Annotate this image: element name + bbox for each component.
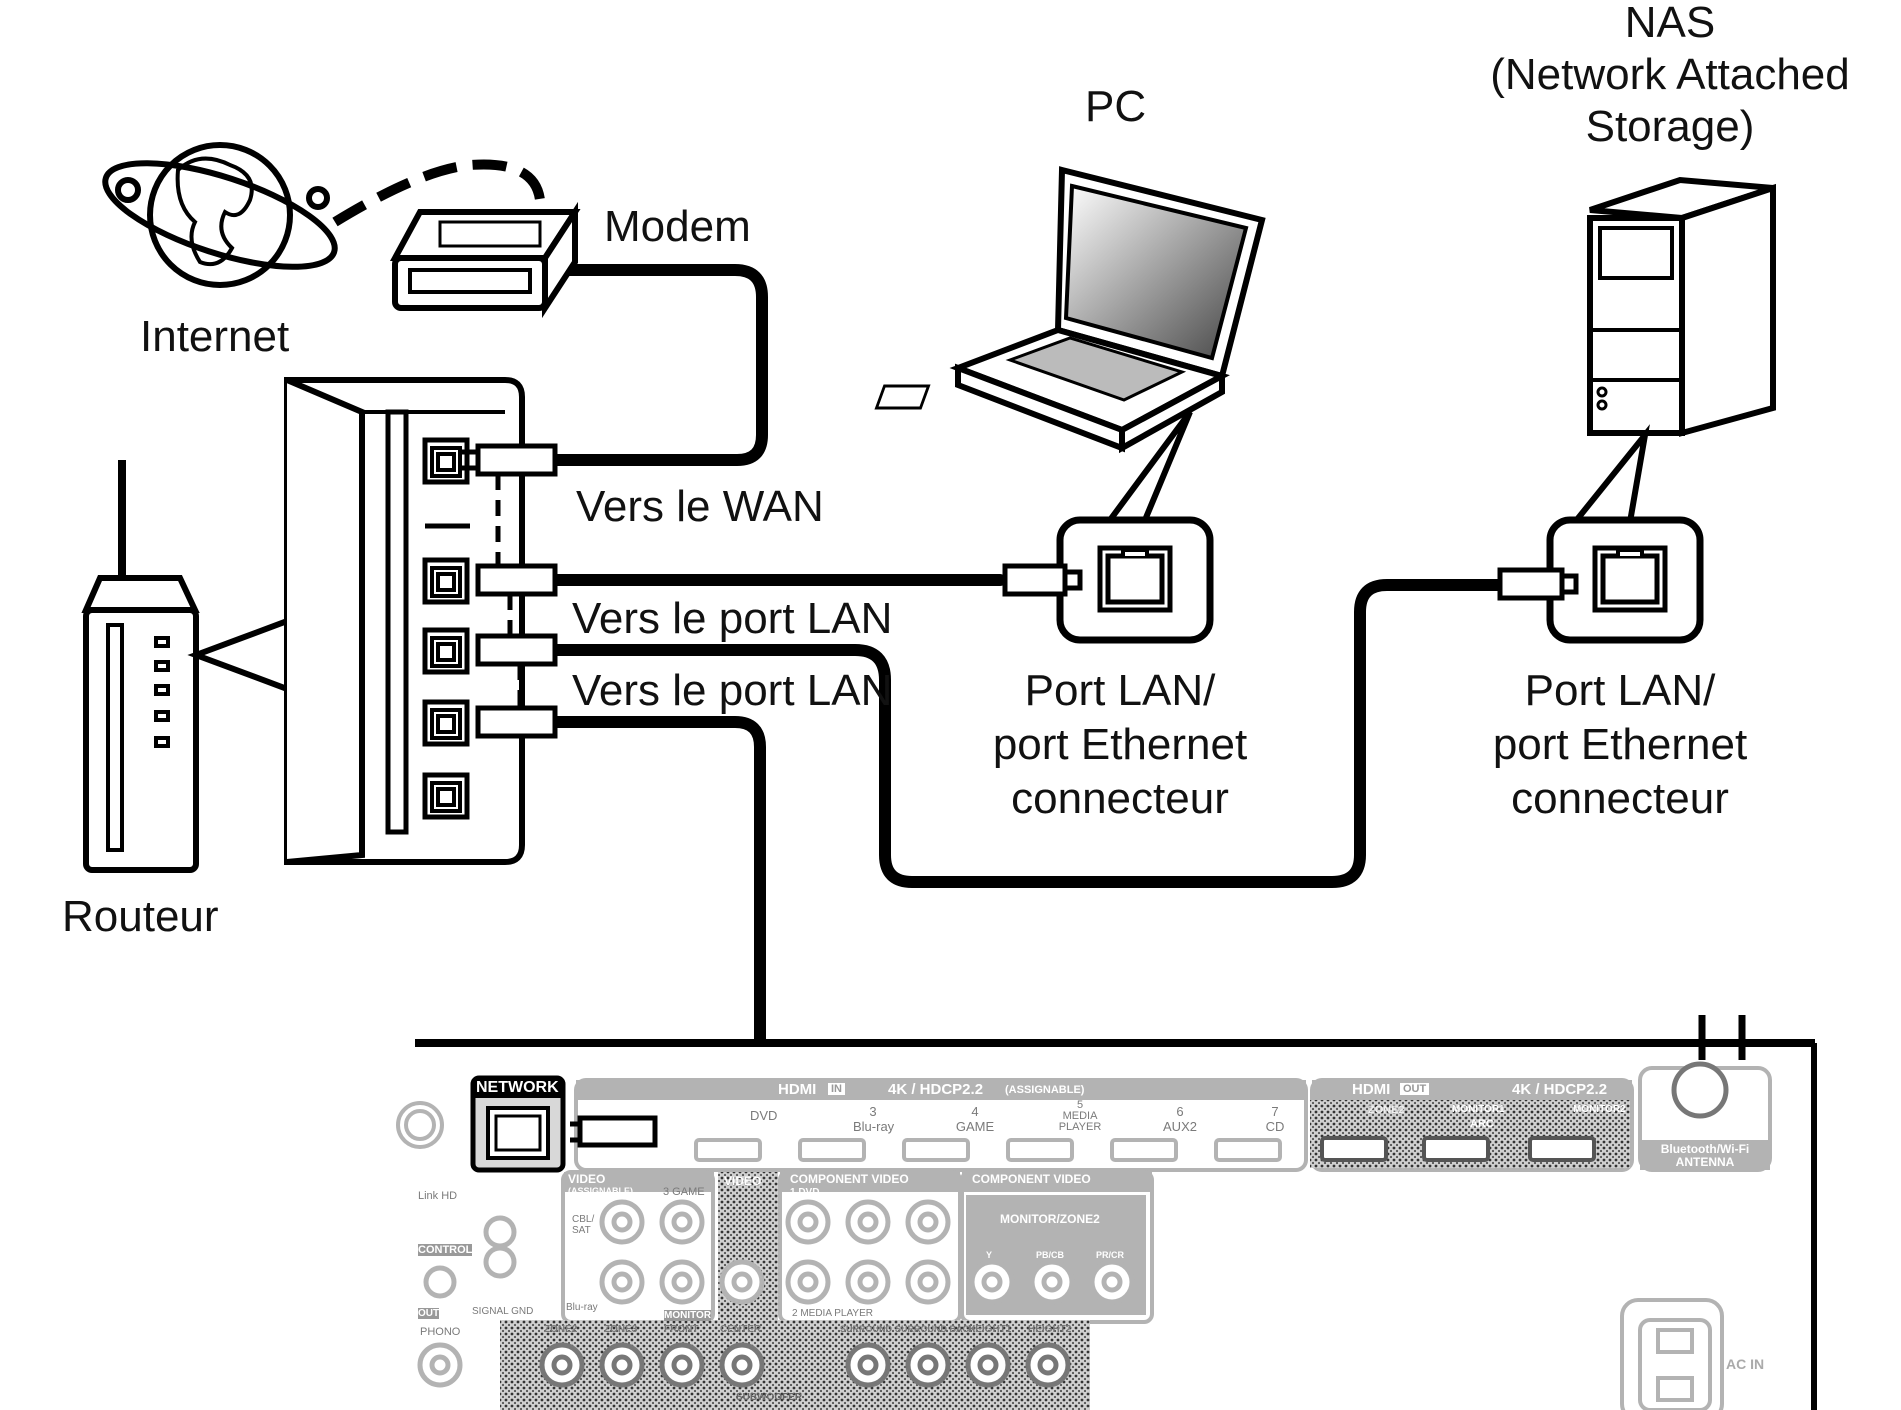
control-out-label: OUT [418,1308,440,1319]
speaker-surround: SURROUND [840,1324,893,1334]
nas-lan-plug [1497,567,1579,601]
nas-label: NAS [1624,0,1716,47]
hdmi-out-arc: ARC [1470,1118,1494,1130]
video-out-label: VIDEO [724,1174,762,1188]
internet-label: Internet [140,312,290,361]
component-out-monitor-zone2: MONITOR/ZONE2 [1000,1212,1100,1226]
component-out-pb: PB/CB [1036,1250,1065,1260]
speaker-zone3: ZONE3 [604,1324,638,1335]
lan-label-2: Vers le port LAN [572,666,893,715]
pc-port-label-line3: connecteur [1011,774,1229,823]
pc-laptop-icon [874,166,1266,454]
modem-label: Modem [604,202,751,251]
video-in-game3: 3 GAME [663,1186,705,1198]
video-in-assignable: (ASSIGNABLE) [568,1186,633,1196]
nas-port-label-line2: port Ethernet [1492,720,1748,769]
component-out-y: Y [986,1250,993,1260]
receiver-rear-panel [396,1015,1817,1410]
hdmi-out-label: HDMI [1352,1081,1391,1098]
hdcp-in-label: 4K / HDCP2.2 [888,1081,984,1098]
receiver-lan-plug [570,1115,658,1148]
nas-lan-port-icon [1592,545,1668,613]
hdmi-out-monitor1: MONITOR1 [1452,1104,1505,1115]
hdmi-out-monitor2: MONITOR2 [1573,1104,1626,1115]
hdmi-in-tag: IN [828,1083,845,1095]
nas-callout [1572,424,1650,524]
pc-port-label-line2: port Ethernet [992,720,1248,769]
cable-lan-nas [542,579,1506,888]
nas-full-name-line1: (Network Attached [1490,50,1850,99]
nas-port-label-line1: Port LAN/ [1524,666,1716,715]
hdmi-in-assignable: (ASSIGNABLE) [1005,1084,1085,1096]
component-out-pr: PR/CR [1096,1250,1125,1260]
control-label: CONTROL [418,1244,473,1256]
pc-lan-port-icon [1097,545,1173,613]
video-in-bluray2: Blu-ray [566,1302,598,1313]
component-in-media-player: 2 MEDIA PLAYER [792,1308,873,1319]
speaker-surround-back: SURROUND BACK [895,1324,976,1334]
router-plugs [462,443,558,739]
router-label: Routeur [62,892,219,941]
pc-lan-plug [1002,563,1083,597]
dashed-link-internet [332,159,545,227]
speaker-front: FRONT [664,1324,699,1335]
pc-callout [1107,410,1193,522]
video-in-label: VIDEO [568,1172,606,1186]
nas-full-name-line2: Storage) [1585,102,1755,151]
cable-modem-wan [529,264,768,466]
network-port-label: NETWORK [476,1079,559,1096]
hdcp-out-label: 4K / HDCP2.2 [1512,1081,1608,1098]
nas-tower-icon [1587,176,1776,437]
speaker-height1: HEIGHT1 [968,1324,1012,1335]
speaker-height2: HEIGHT2 [1028,1324,1072,1335]
nas-port-label-line3: connecteur [1511,774,1729,823]
ac-in-label: AC IN [1726,1356,1765,1372]
video-in-cbl-sat: CBL/ SAT [572,1214,595,1236]
hdmi-out-zone2: ZONE2 [1368,1104,1405,1116]
component-out-label: COMPONENT VIDEO [972,1172,1091,1186]
component-in-dvd: 1 DVD [790,1187,820,1198]
component-in-label: COMPONENT VIDEO [790,1172,909,1186]
router-callout [187,615,293,695]
subwoofer-label: SUBWOOFER [736,1392,803,1403]
internet-globe-icon [102,142,338,288]
wan-label: Vers le WAN [576,482,824,531]
lan-label-1: Vers le port LAN [572,594,893,643]
speaker-center: CENTER [720,1324,762,1335]
router-icon [81,460,200,873]
hdmi-in-label: HDMI [778,1081,817,1098]
pc-port-label-line1: Port LAN/ [1024,666,1216,715]
signal-gnd-label: SIGNAL GND [472,1306,534,1317]
modem-icon [389,201,581,319]
link-hd-label: Link HD [418,1190,458,1202]
phono-label: PHONO [420,1326,461,1338]
speaker-zone2: ZONE2 [544,1324,578,1335]
pc-label: PC [1085,82,1147,131]
hdmi-out-tag: OUT [1400,1083,1430,1095]
router-ports [422,437,470,820]
hdmi-input-dvd: DVD [750,1108,778,1123]
video-out-monitor: MONITOR [664,1310,712,1321]
